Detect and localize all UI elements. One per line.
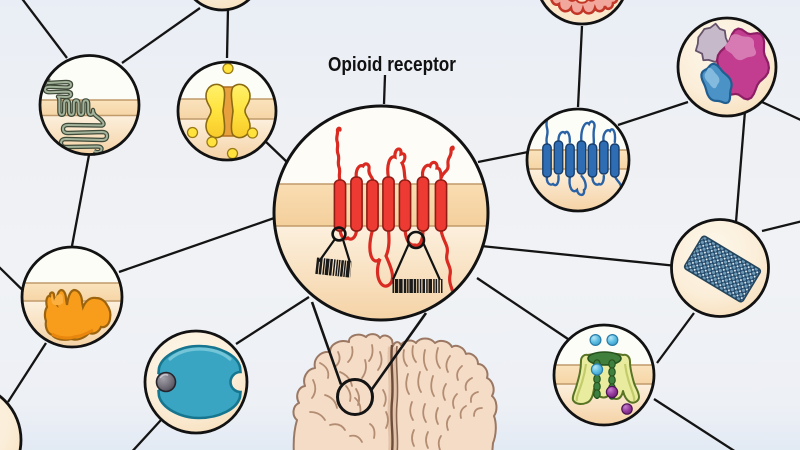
svg-text:Opioid receptor: Opioid receptor — [328, 54, 456, 76]
